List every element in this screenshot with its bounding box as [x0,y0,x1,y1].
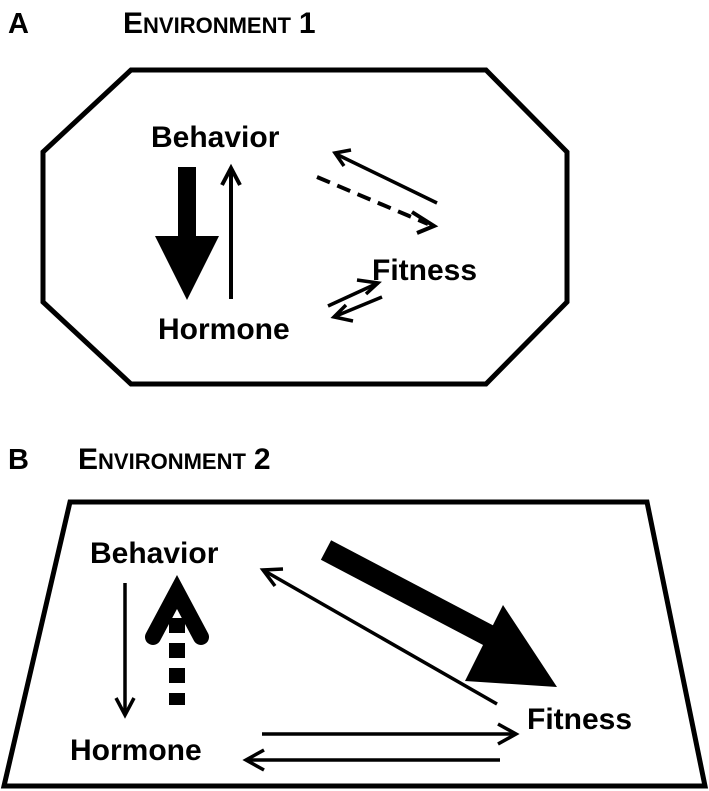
environment-1-octagon-frame [40,67,570,387]
panel-a: A ENVIRONMENT 1 Behavior Hormone Fitness [8,7,570,387]
panel-b-arrow-fitness-to-hormone-thin [242,748,500,772]
panel-b-letter: B [8,444,29,476]
panel-b-fitness-node: Fitness [527,703,632,736]
panel-b-arrow-fitness-to-behavior-thin [259,567,498,706]
panel-b-title: ENVIRONMENT 2 [78,443,271,476]
panel-a-hormone-node: Hormone [158,313,290,346]
panel-a-arrow-behavior-to-hormone-thick [155,167,219,300]
panel-a-fitness-node: Fitness [372,254,477,287]
panel-a-title-number: 1 [299,7,316,40]
panel-b-hormone-node: Hormone [70,734,202,767]
panel-a-letter: A [8,8,29,40]
panel-a-title: ENVIRONMENT 1 [123,7,316,40]
panel-a-arrow-behavior-to-fitness-dashed [316,175,439,235]
panel-a-arrow-hormone-to-behavior-thin [220,163,242,299]
panel-a-arrow-fitness-to-behavior-thin [332,148,438,205]
panel-b-title-rest: NVIRONMENT [98,449,246,474]
panel-a-arrow-hormone-fitness-bidirectional [327,278,383,323]
panel-b-arrow-hormone-to-fitness-thin [262,722,520,746]
panel-b-arrow-behavior-to-fitness-thick [320,540,557,687]
panel-b-arrow-hormone-to-behavior-dotted [145,575,209,705]
environment-2-trapezoid-frame [0,499,709,789]
panel-a-title-initial: E [123,7,143,40]
panel-a-behavior-node: Behavior [151,121,280,154]
panel-b-title-number: 2 [254,443,271,476]
panel-b: B ENVIRONMENT 2 Behavior Hormone Fitness [0,443,709,789]
panel-b-arrow-behavior-to-hormone-thin [114,583,136,719]
panel-b-behavior-node: Behavior [90,537,219,570]
panel-b-title-initial: E [78,443,98,476]
panel-a-title-rest: NVIRONMENT [143,13,291,38]
